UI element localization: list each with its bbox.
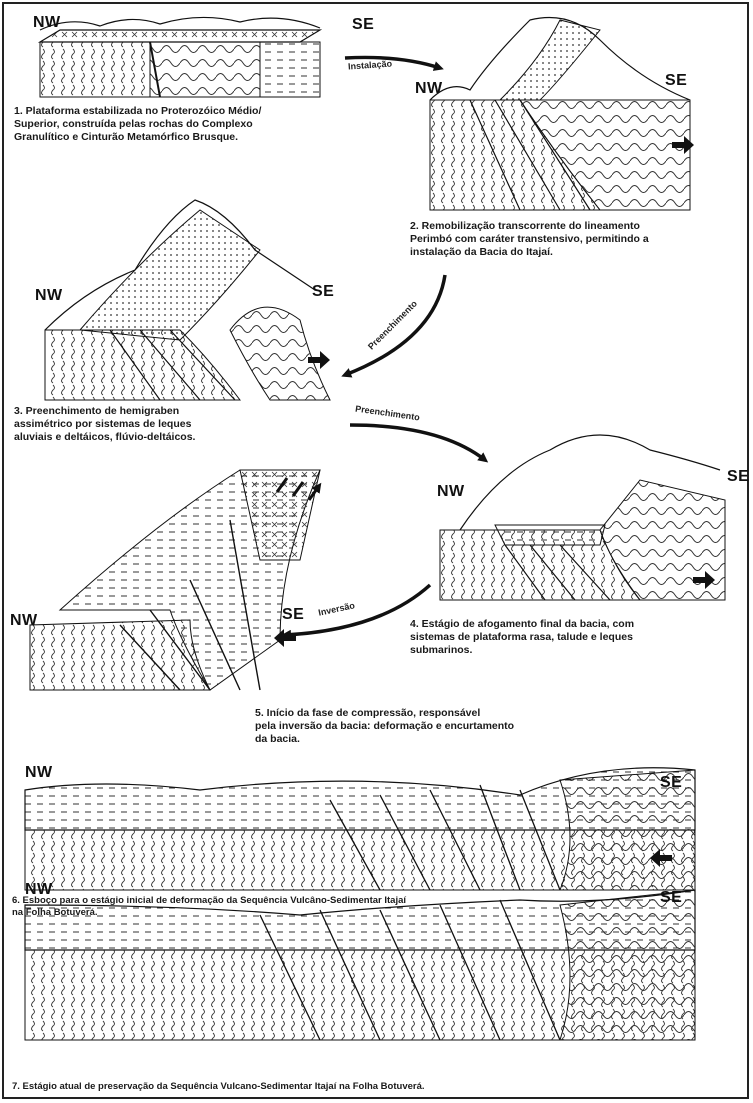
stage-1-nw-label: NW <box>33 14 61 32</box>
caption-line: 3. Preenchimento de hemigraben <box>14 405 195 418</box>
transition-arrow-4 <box>285 585 430 635</box>
stage-3-block <box>45 200 330 400</box>
caption-line: 5. Início da fase de compressão, respons… <box>255 707 514 720</box>
stage-6-caption: 6. Esboço para o estágio inicial de defo… <box>12 895 742 919</box>
caption-line: pela inversão da bacia: deformação e enc… <box>255 720 514 733</box>
stage-2-caption: 2. Remobilização transcorrente do lineam… <box>410 220 649 259</box>
caption-line: 4. Estágio de afogamento final da bacia,… <box>410 618 634 631</box>
stage-3-se-label: SE <box>312 283 334 301</box>
stage-4-se-label: SE <box>727 468 749 486</box>
stage-3-caption: 3. Preenchimento de hemigraben assimétri… <box>14 405 195 444</box>
caption-line: 7. Estágio atual de preservação da Sequê… <box>12 1080 742 1093</box>
stage-6-nw-label: NW <box>25 764 53 782</box>
stage-4-nw-label: NW <box>437 483 465 501</box>
caption-line: Granulítico e Cinturão Metamórfico Brusq… <box>14 131 261 144</box>
caption-line: sistemas de plataforma rasa, talude e le… <box>410 631 634 644</box>
stage-1-block <box>40 17 320 97</box>
caption-line: na Folha Botuverá. <box>12 907 742 919</box>
stage-2-nw-label: NW <box>415 80 443 98</box>
stage-5-block <box>30 470 320 690</box>
stage-1-se-label: SE <box>352 16 374 34</box>
caption-line: 1. Plataforma estabilizada no Proterozói… <box>14 105 261 118</box>
caption-line: da bacia. <box>255 733 514 746</box>
stage-5-caption: 5. Início da fase de compressão, respons… <box>255 707 514 746</box>
caption-line: 6. Esboço para o estágio inicial de defo… <box>12 895 742 907</box>
stage-6-se-label: SE <box>660 774 682 792</box>
caption-line: Superior, construída pelas rochas do Com… <box>14 118 261 131</box>
transition-arrow-3 <box>350 425 485 460</box>
caption-line: 2. Remobilização transcorrente do lineam… <box>410 220 649 233</box>
stage-2-block <box>430 18 694 211</box>
stage-5-nw-label: NW <box>10 612 38 630</box>
stage-3-nw-label: NW <box>35 287 63 305</box>
stage-1-caption: 1. Plataforma estabilizada no Proterozói… <box>14 105 261 144</box>
stage-6-section <box>25 768 695 890</box>
caption-line: submarinos. <box>410 644 634 657</box>
stage-4-caption: 4. Estágio de afogamento final da bacia,… <box>410 618 634 657</box>
stage-2-se-label: SE <box>665 72 687 90</box>
stage-7-caption: 7. Estágio atual de preservação da Sequê… <box>12 1080 742 1093</box>
stage-5-se-label: SE <box>282 606 304 624</box>
caption-line: assimétrico por sistemas de leques <box>14 418 195 431</box>
caption-line: aluviais e deltáicos, flúvio-deltáicos. <box>14 431 195 444</box>
caption-line: instalação da Bacia do Itajaí. <box>410 246 649 259</box>
caption-line: Perimbó com caráter transtensivo, permit… <box>410 233 649 246</box>
